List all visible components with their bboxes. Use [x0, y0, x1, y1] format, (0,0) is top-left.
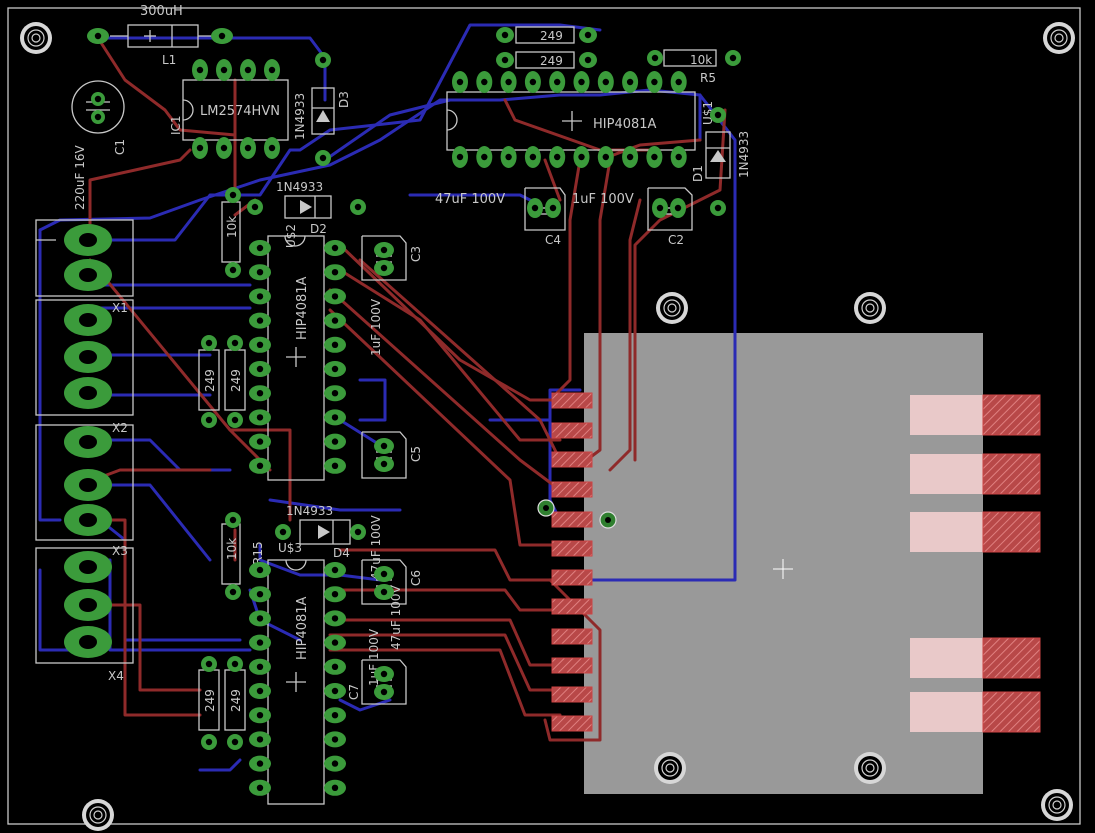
r15-ref-label: R15	[251, 541, 265, 565]
c5-value-label: 47uF 100V	[369, 515, 383, 580]
u3-value-label: HIP4081A	[295, 596, 310, 660]
resistor-top-value-1: 249	[540, 29, 563, 43]
resistor-bottom-value-2: 249	[229, 689, 243, 712]
u2-ref-label: U$2	[284, 224, 298, 248]
inductor-l1	[110, 24, 215, 48]
c4-ref-label: C4	[545, 233, 561, 247]
d3-value-label: 1N4933	[293, 93, 307, 140]
d1-ref-label: D1	[691, 165, 705, 182]
c6-value-label: 47uF 100V	[389, 585, 403, 650]
r5-ref-label: R5	[700, 71, 716, 85]
x2-ref-label: X2	[112, 421, 128, 435]
c5-ref-label: C5	[409, 446, 423, 462]
r15-value-label: 10k	[225, 538, 239, 560]
ic-u2-hip4081a-outline	[267, 235, 325, 481]
l1-ref-label: L1	[162, 53, 176, 67]
c1-value-label: 220uF 16V	[73, 145, 87, 210]
diode-d4	[299, 519, 351, 545]
mounting-holes	[20, 22, 1075, 831]
u1-value-label: HIP4081A	[593, 117, 657, 132]
ic1-value-label: LM2574HVN	[200, 104, 280, 119]
d2-ref-label: D2	[310, 222, 327, 236]
capacitor-c1	[71, 80, 125, 134]
d4-value-label: 1N4933	[286, 504, 333, 518]
ic-u1-hip4081a-outline	[446, 91, 696, 151]
u3-ref-label: U$3	[278, 541, 302, 555]
d1-value-label: 1N4933	[737, 131, 751, 178]
d4-ref-label: D4	[333, 546, 350, 560]
power-pads-right	[910, 394, 1041, 733]
c3-ref-label: C3	[409, 246, 423, 262]
r5-value-label: 10k	[690, 53, 712, 67]
c2-ref-label: C2	[668, 233, 684, 247]
terminal-block-x1	[35, 219, 134, 297]
ic1-lm2574-outline	[182, 79, 289, 141]
resistor-r-left-u2-value: 10k	[225, 216, 239, 238]
terminal-block-x3	[35, 424, 134, 541]
c6-ref-label: C6	[409, 570, 423, 586]
c1-ref-label: C1	[113, 139, 127, 155]
terminal-block-x4	[35, 547, 134, 664]
d3-ref-label: D3	[337, 91, 351, 108]
terminal-block-x2	[35, 299, 134, 416]
diode-d3	[311, 87, 335, 135]
x4-ref-label: X4	[108, 669, 124, 683]
ic1-ref-label: IC1	[169, 115, 183, 135]
x1-ref-label: X1	[112, 301, 128, 315]
c2-value-label: 1uF 100V	[572, 192, 634, 207]
l1-value-label: 300uH	[140, 4, 183, 19]
board-outline	[7, 7, 1081, 825]
resistor-middle-value-1: 249	[203, 369, 217, 392]
u2-value-label: HIP4081A	[295, 276, 310, 340]
resistor-middle-value-2: 249	[229, 369, 243, 392]
resistor-pair-top	[515, 26, 575, 69]
x3-ref-label: X3	[112, 544, 128, 558]
smd-pads-left	[551, 392, 593, 732]
c7-ref-label: C7	[347, 684, 361, 700]
diode-d1	[705, 131, 731, 179]
resistor-top-value-2: 249	[540, 54, 563, 68]
c3-value-label: 1uF 100V	[369, 298, 383, 356]
heatsink-center-mark	[773, 559, 793, 579]
c4-value-label: 47uF 100V	[435, 192, 505, 207]
ic-u3-hip4081a-outline	[267, 559, 325, 805]
diode-d2	[284, 195, 332, 219]
through-hole-pads	[64, 27, 741, 796]
d2-value-label: 1N4933	[276, 180, 323, 194]
resistor-bottom-value-1: 249	[203, 689, 217, 712]
resistor-r5	[663, 49, 717, 67]
